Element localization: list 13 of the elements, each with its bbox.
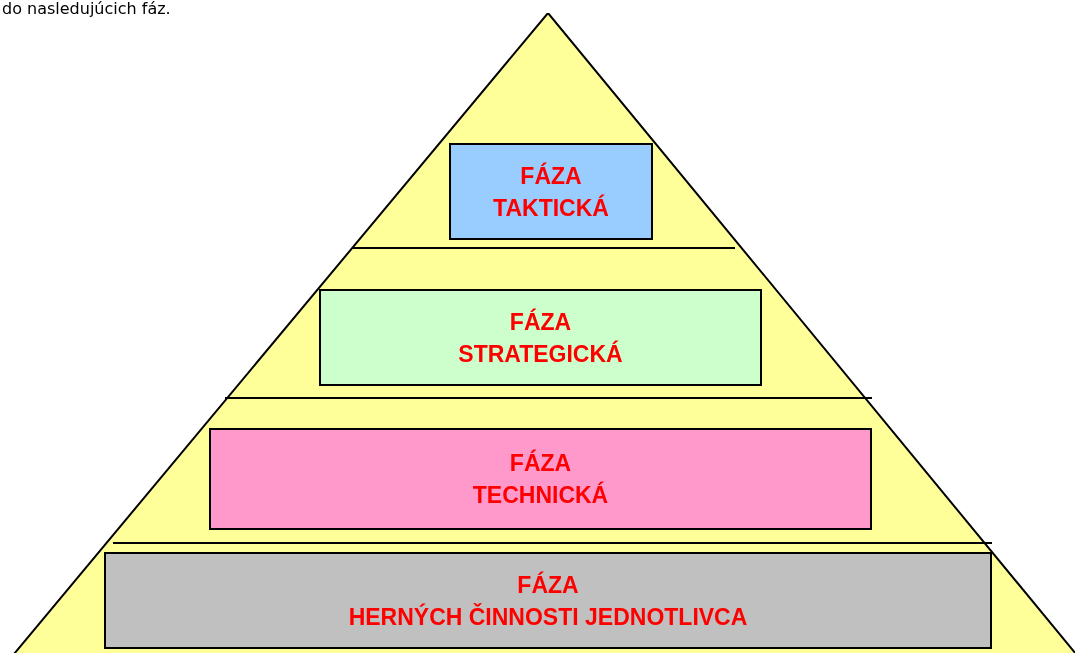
phase-title: STRATEGICKÁ bbox=[458, 339, 623, 369]
phase-title: HERNÝCH ČINNOSTI JEDNOTLIVCA bbox=[348, 602, 748, 632]
phase-title: FÁZA bbox=[517, 570, 579, 600]
phase-title: TAKTICKÁ bbox=[493, 193, 609, 223]
phase-title: FÁZA bbox=[509, 448, 572, 478]
phase-title: FÁZA bbox=[520, 161, 582, 191]
phase-title: FÁZA bbox=[509, 307, 572, 337]
phase-box bbox=[449, 143, 653, 240]
note-text: do nasledujúcich fáz. bbox=[2, 0, 171, 18]
phase-box bbox=[104, 552, 992, 649]
phase-title: TECHNICKÁ bbox=[472, 480, 609, 510]
phase-box bbox=[209, 428, 872, 530]
phase-box bbox=[319, 289, 762, 386]
